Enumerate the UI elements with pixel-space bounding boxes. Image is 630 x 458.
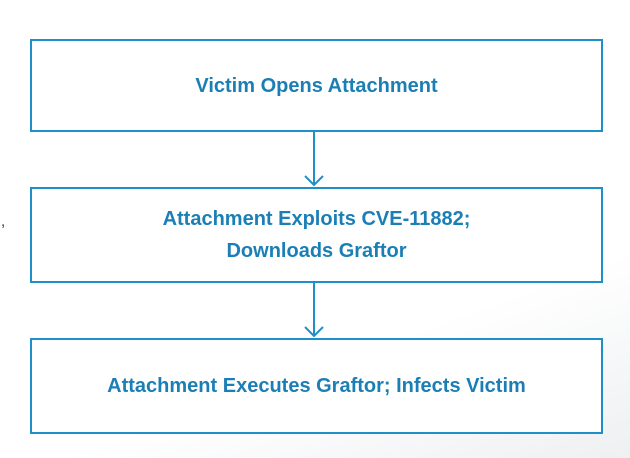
step-1-text: Victim Opens Attachment <box>195 74 438 97</box>
arrow-2 <box>304 283 324 338</box>
step-box-victim-opens-attachment: Victim Opens Attachment <box>30 39 603 132</box>
step-2-text-line-1: Attachment Exploits CVE-11882; <box>162 208 471 230</box>
step-2-text-line-2: Downloads Graftor <box>226 240 407 262</box>
step-box-attachment-exploits: Attachment Exploits CVE-11882; Downloads… <box>30 187 603 283</box>
arrow-1 <box>304 132 324 187</box>
step-box-attachment-executes: Attachment Executes Graftor; Infects Vic… <box>30 338 603 434</box>
margin-mark: , <box>1 213 6 230</box>
step-3-text: Attachment Executes Graftor; Infects Vic… <box>107 375 526 397</box>
